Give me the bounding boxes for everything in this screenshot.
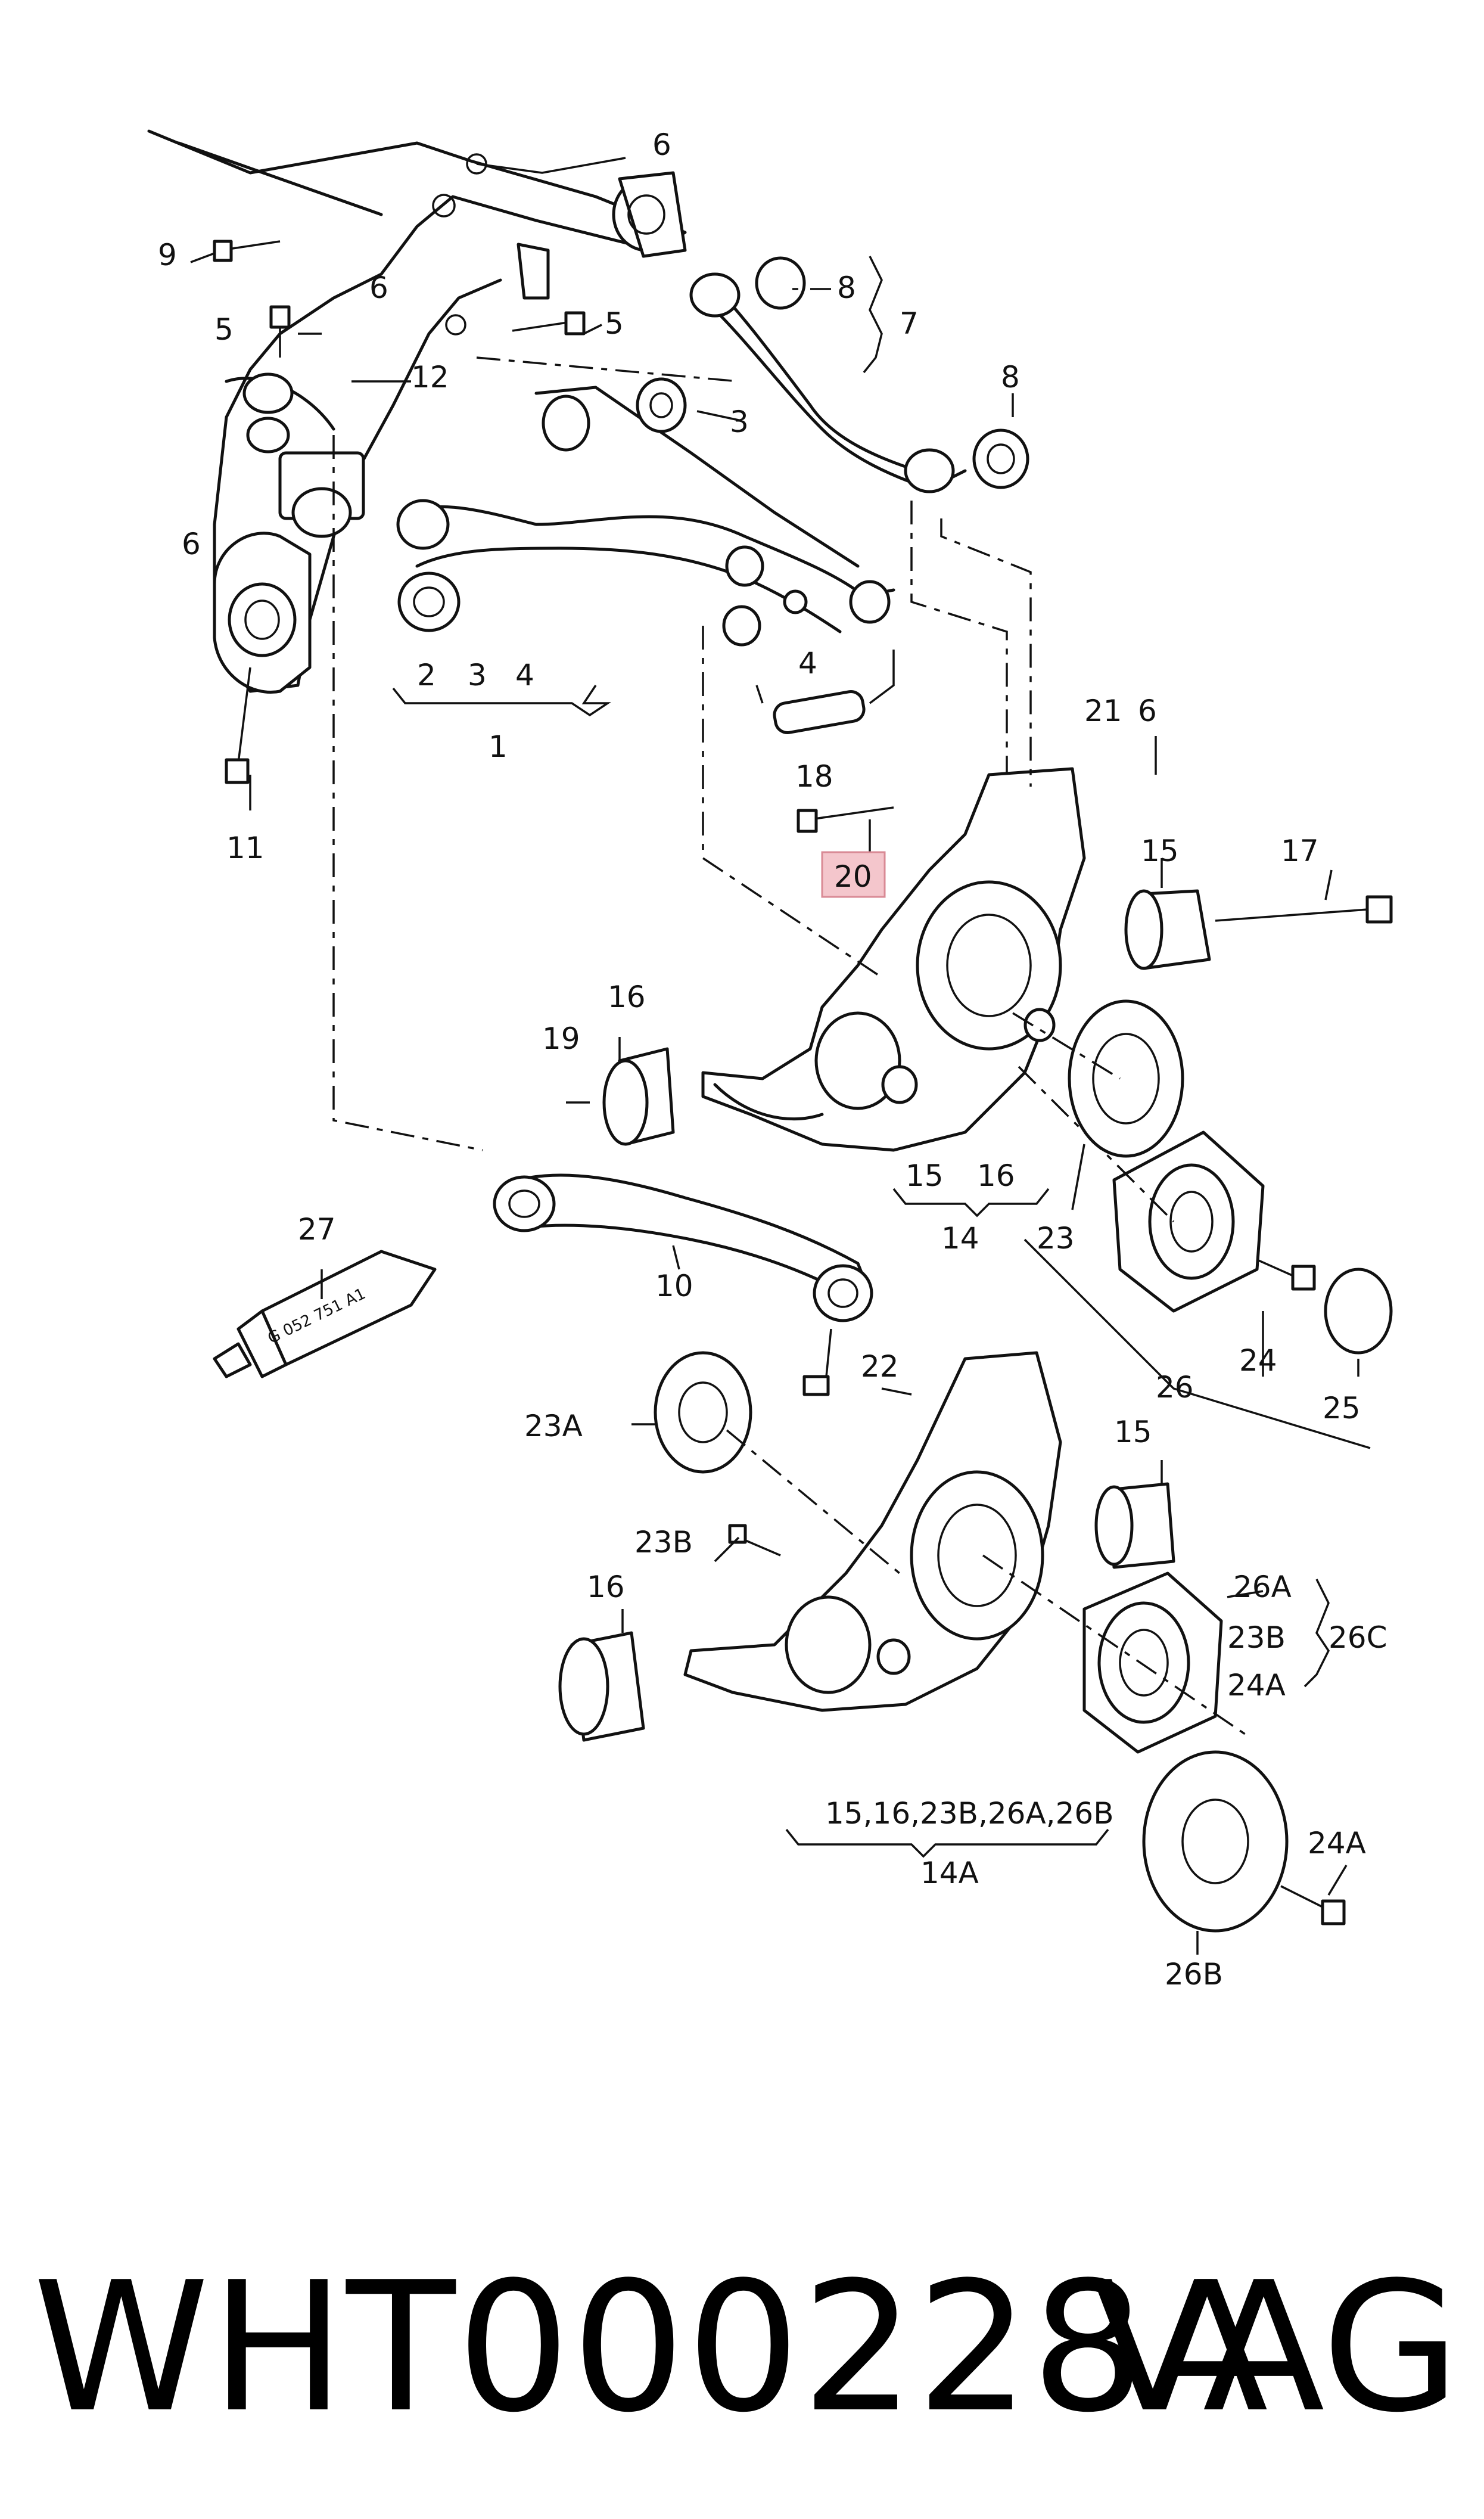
- callout-14A-parts: 15,16,23B,26A,26B: [825, 1796, 1114, 1831]
- assembly-guide-lines: [332, 356, 1246, 1735]
- bushings-drawing: [558, 889, 1211, 1742]
- brand-name: VAG: [1091, 2244, 1460, 2452]
- callout-20-highlight: [821, 851, 886, 898]
- callout-24A-group: 24A: [1227, 1668, 1286, 1703]
- callout-26: 26: [1156, 1370, 1194, 1405]
- callout-15-middle: 15: [906, 1158, 944, 1193]
- part-number: WHT000228A: [33, 2244, 1270, 2452]
- sealant-tube-drawing: [213, 1250, 437, 1378]
- callout-23B-group: 23B: [1227, 1620, 1286, 1655]
- callout-6-bottom-left: 6: [182, 527, 201, 561]
- wheel-hub-drawing: [654, 999, 1393, 1933]
- callout-11: 11: [226, 831, 265, 865]
- callout-25: 25: [1323, 1391, 1361, 1425]
- callout-14A: 14A: [920, 1856, 979, 1890]
- callout-19: 19: [542, 1021, 580, 1056]
- wheel-knuckle-drawing: [701, 767, 1086, 1152]
- callout-12: 12: [411, 360, 449, 395]
- callout-6-right: 6: [1138, 694, 1157, 728]
- callout-16-upper: 16: [608, 980, 646, 1014]
- callout-26B: 26B: [1165, 1957, 1223, 1992]
- suspension-exploded-diagram: 6 8 7 8 9 6 5 5 12 3 6 2 3 4 4 1 18 11 2…: [147, 128, 1393, 1992]
- subframe-drawing: [147, 129, 687, 694]
- callout-5-right: 5: [605, 306, 624, 341]
- callout-4-right: 4: [798, 646, 817, 681]
- callout-4-lower: 4: [515, 658, 534, 692]
- callout-6-left: 6: [369, 271, 388, 305]
- callout-16-lower: 16: [587, 1570, 625, 1604]
- callout-16-middle: 16: [977, 1158, 1015, 1193]
- callout-14: 14: [941, 1221, 979, 1256]
- callout-8-lower: 8: [1001, 360, 1020, 395]
- callout-23B: 23B: [634, 1525, 693, 1560]
- callout-23: 23: [1037, 1221, 1075, 1256]
- callout-17: 17: [1281, 834, 1319, 868]
- callout-24A: 24A: [1308, 1826, 1366, 1860]
- callout-21: 21: [1084, 694, 1122, 728]
- callout-15-upper: 15: [1141, 834, 1179, 868]
- lower-control-arm-drawing: [396, 377, 895, 647]
- callout-2: 2: [417, 658, 436, 692]
- callout-24: 24: [1239, 1343, 1277, 1378]
- callout-7: 7: [900, 306, 919, 341]
- leader-lines: [190, 157, 1359, 1955]
- bolts-drawing: [213, 240, 1393, 1925]
- callout-9: 9: [158, 238, 177, 272]
- callout-18: 18: [795, 759, 833, 794]
- callout-22: 22: [861, 1349, 899, 1384]
- callout-6-top: 6: [652, 128, 671, 162]
- callout-3-upper: 3: [730, 405, 749, 439]
- callout-27: 27: [298, 1212, 336, 1247]
- callout-10: 10: [655, 1269, 693, 1303]
- callout-20: 20: [834, 859, 872, 894]
- upper-control-arm-drawing: [689, 256, 1029, 493]
- callout-labels: 6 8 7 8 9 6 5 5 12 3 6 2 3 4 4 1 18 11 2…: [158, 128, 1387, 1992]
- callout-8-upper: 8: [837, 271, 856, 305]
- callout-1: 1: [489, 729, 508, 764]
- callout-3-lower: 3: [468, 658, 487, 692]
- callout-15-lower: 15: [1114, 1415, 1152, 1449]
- group-brackets: [392, 256, 1371, 1858]
- callout-23A: 23A: [524, 1409, 583, 1443]
- callout-26A: 26A: [1233, 1570, 1292, 1604]
- trailing-link-drawing: [493, 1173, 873, 1322]
- callout-5-left: 5: [214, 312, 234, 347]
- wheel-knuckle-a-drawing: [683, 1351, 1062, 1712]
- footer: WHT000228A VAG: [0, 2223, 1484, 2473]
- callout-26C: 26C: [1329, 1620, 1387, 1655]
